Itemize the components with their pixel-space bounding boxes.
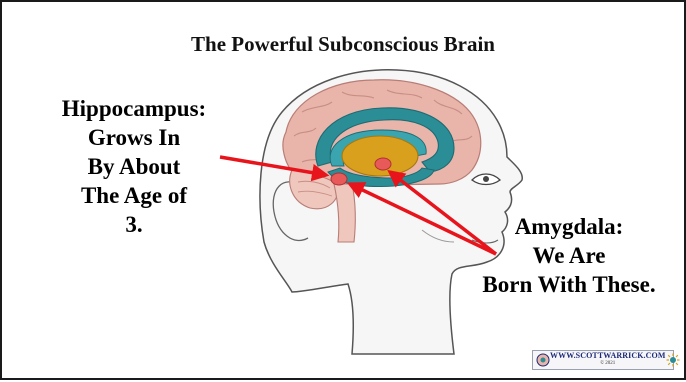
sunburst-logo-icon — [666, 353, 680, 367]
hippocampus-label-line: Hippocampus: — [44, 94, 224, 123]
hippocampus-label-line: By About — [44, 152, 224, 181]
hippocampus-label-line: 3. — [44, 210, 224, 239]
logo-copyright: © 2021 — [550, 360, 666, 368]
amygdala-label: Amygdala: We Are Born With These. — [464, 212, 674, 299]
site-logo: WWW.SCOTTWARRICK.COM © 2021 — [532, 350, 674, 370]
hippocampus-label-line: The Age of — [44, 181, 224, 210]
amygdala-right — [375, 158, 391, 170]
amygdala-label-line: Born With These. — [464, 270, 674, 299]
amygdala-left — [331, 173, 347, 185]
hippocampus-label-line: Grows In — [44, 123, 224, 152]
logo-text: WWW.SCOTTWARRICK.COM © 2021 — [550, 352, 666, 368]
hippocampus-label: Hippocampus: Grows In By About The Age o… — [44, 94, 224, 239]
logo-url: WWW.SCOTTWARRICK.COM — [550, 352, 666, 360]
amygdala-label-line: Amygdala: — [464, 212, 674, 241]
brain-logo-icon — [536, 353, 550, 367]
amygdala-label-line: We Are — [464, 241, 674, 270]
